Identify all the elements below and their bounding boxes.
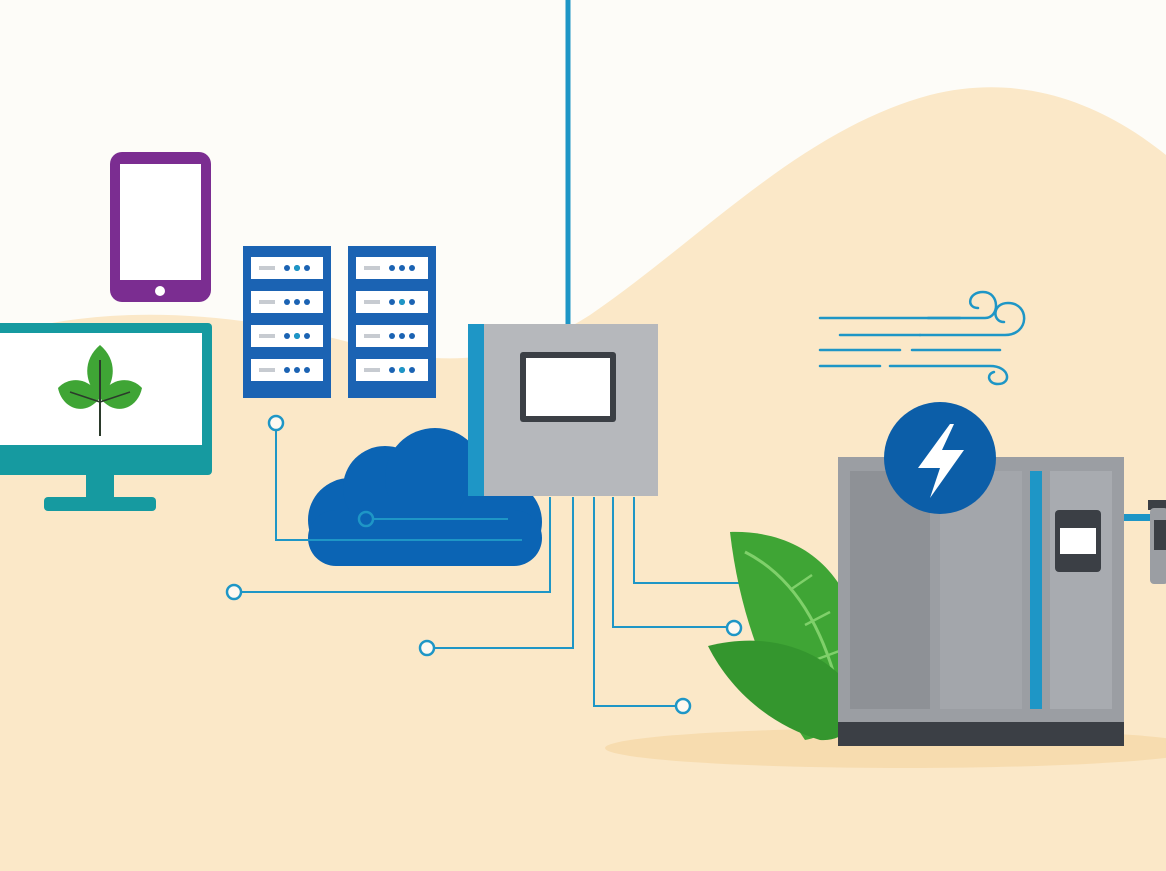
air-flow-icon (818, 290, 1026, 386)
controller-icon (468, 324, 658, 496)
cloud-circuit (276, 518, 522, 541)
cloud-node (357, 510, 375, 528)
energy-bolt-icon (884, 402, 996, 514)
compressor-icon (838, 457, 1124, 746)
circuit-nodes (225, 414, 743, 715)
server-rack-icon (348, 246, 436, 398)
air-filter-icon (1124, 500, 1166, 584)
tablet-icon (110, 152, 211, 302)
monitor-plant-icon (0, 323, 212, 511)
server-rack-icon (243, 246, 331, 398)
